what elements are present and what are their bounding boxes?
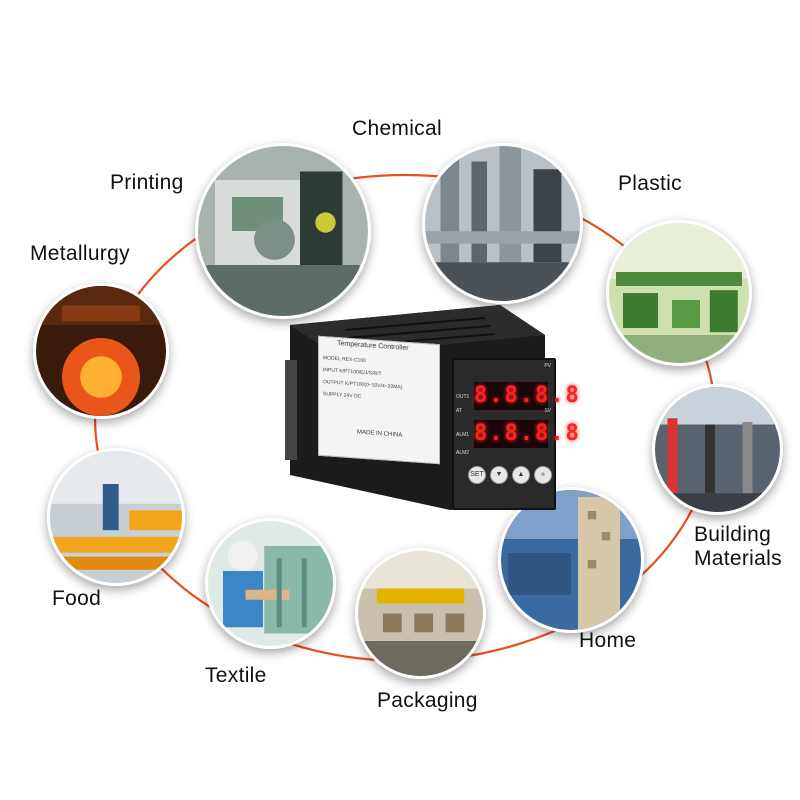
led-out1: OUT1 <box>456 394 470 400</box>
led-alm1: ALM1 <box>456 432 470 438</box>
textile-image <box>205 518 336 649</box>
printing-image <box>195 143 371 319</box>
building-materials-image <box>652 384 783 515</box>
label-textile: Textile <box>205 664 267 687</box>
led-at: AT <box>456 408 463 414</box>
home-image <box>498 487 644 633</box>
label-food: Food <box>52 587 102 610</box>
label-building-line2: Materials <box>694 547 782 570</box>
set-button: SET <box>468 466 486 484</box>
shift-icon: » <box>534 466 552 484</box>
pv-display: 8.8.8.8 <box>474 382 581 410</box>
up-arrow-icon: ▲ <box>512 466 530 484</box>
label-printing: Printing <box>110 171 184 194</box>
label-building-materials: Building Materials <box>694 523 782 571</box>
label-metallurgy: Metallurgy <box>30 242 130 265</box>
sticker-row-supply: SUPPLY 24V DC <box>323 391 362 400</box>
label-chemical: Chemical <box>352 117 442 140</box>
down-arrow-icon: ▼ <box>490 466 508 484</box>
sticker-title: Temperature Controller <box>337 340 409 353</box>
pv-label: PV <box>544 363 551 369</box>
sticker-row-output: OUTPUT K/PT100(0~10V/4~20MA) <box>323 379 403 391</box>
metallurgy-image <box>33 283 169 419</box>
label-packaging: Packaging <box>377 689 478 712</box>
controller-front-panel: PV 8.8.8.8 SV 8.8.8.8 OUT1 AT ALM1 ALM2 … <box>452 358 581 510</box>
controller-label-sticker: Temperature Controller MODEL REX-C100 IN… <box>318 335 440 465</box>
sv-label: SV <box>544 408 551 414</box>
sticker-row-model: MODEL REX-C100 <box>323 355 366 365</box>
label-building-line1: Building <box>694 523 772 546</box>
chemical-image <box>422 143 583 304</box>
sv-display: 8.8.8.8 <box>474 420 581 448</box>
sticker-row-input: INPUT K/PT100/E/J/S/R/T <box>323 367 382 378</box>
packaging-image <box>355 548 486 679</box>
plastic-image <box>606 220 752 366</box>
sticker-made-in: MADE IN CHINA <box>357 429 403 439</box>
label-home: Home <box>579 629 637 652</box>
led-alm2: ALM2 <box>456 450 470 456</box>
label-plastic: Plastic <box>618 172 682 195</box>
food-image <box>47 448 185 586</box>
